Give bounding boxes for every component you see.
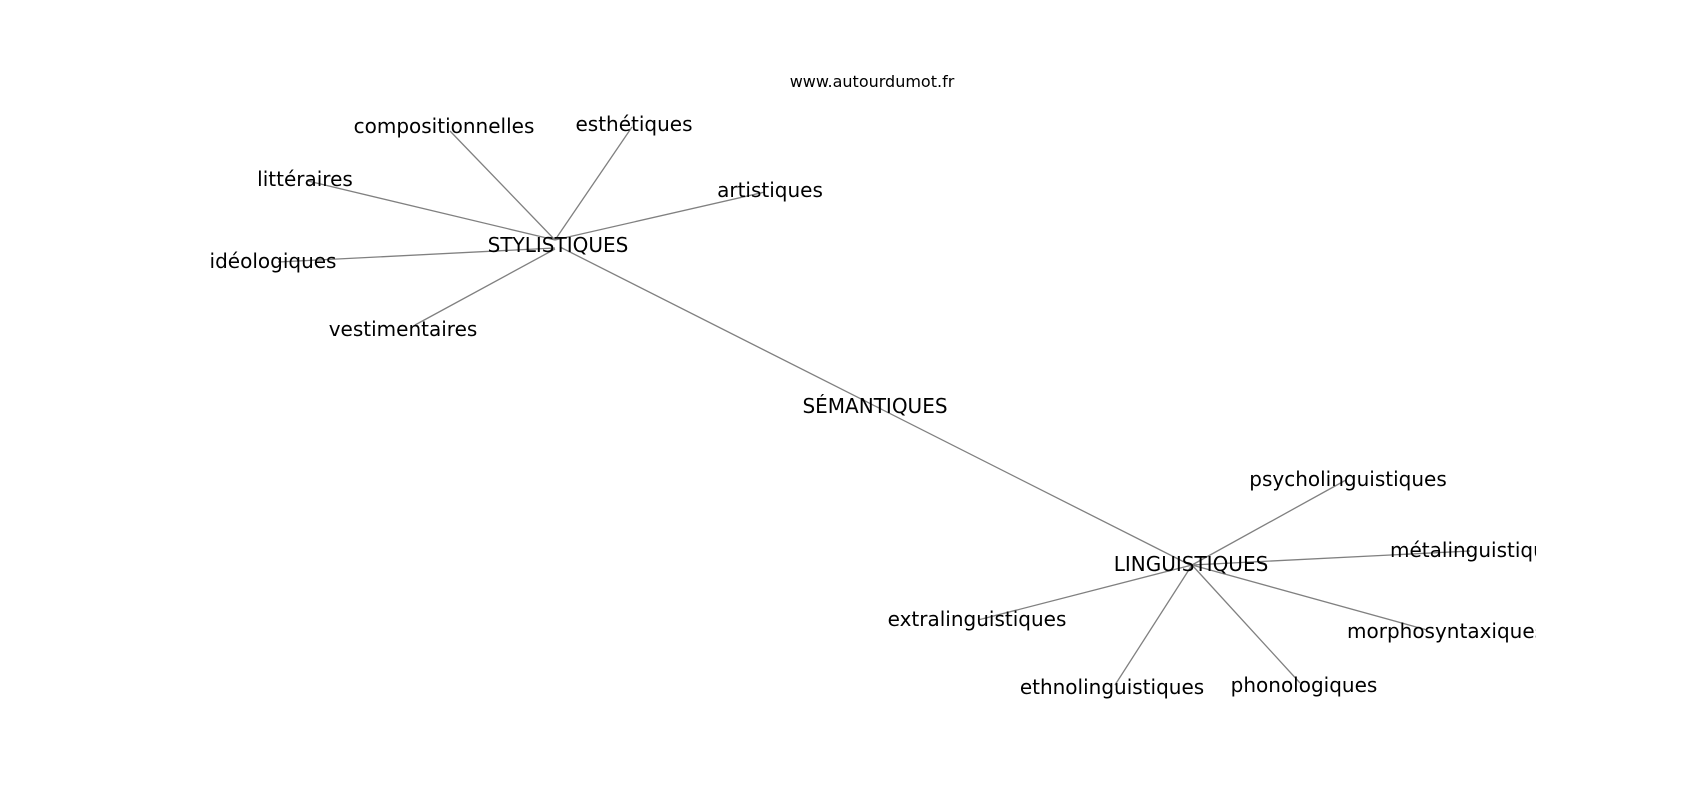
edge-linguistiques-psycholinguistiques bbox=[1191, 479, 1347, 566]
node-psycholinguistiques[interactable]: psycholinguistiques bbox=[1249, 467, 1447, 491]
edge-stylistiques-linguistiques bbox=[559, 246, 1191, 566]
edges bbox=[277, 126, 1471, 686]
website-label: www.autourdumot.fr bbox=[790, 72, 955, 91]
node-morphosyntaxiques[interactable]: morphosyntaxiques bbox=[1347, 619, 1545, 643]
node-compositionnelles[interactable]: compositionnelles bbox=[354, 114, 535, 138]
edge-stylistiques-artistiques bbox=[554, 191, 766, 241]
edge-stylistiques-ideologiques bbox=[277, 247, 556, 263]
edge-linguistiques-phonologiques bbox=[1191, 564, 1301, 684]
nodes: SÉMANTIQUES STYLISTIQUES compositionnell… bbox=[210, 112, 1569, 699]
edge-stylistiques-litteraires bbox=[307, 180, 556, 241]
node-metalinguistiques[interactable]: métalinguistiques bbox=[1390, 538, 1569, 562]
node-ethnolinguistiques[interactable]: ethnolinguistiques bbox=[1020, 675, 1204, 699]
node-ideologiques[interactable]: idéologiques bbox=[210, 249, 337, 273]
node-esthetiques[interactable]: esthétiques bbox=[575, 112, 692, 136]
graph-area: SÉMANTIQUES STYLISTIQUES compositionnell… bbox=[210, 112, 1569, 699]
node-litteraires[interactable]: littéraires bbox=[257, 167, 353, 191]
node-extralinguistiques[interactable]: extralinguistiques bbox=[888, 607, 1067, 631]
node-semantiques[interactable]: SÉMANTIQUES bbox=[802, 394, 947, 418]
edge-stylistiques-esthetiques bbox=[554, 126, 633, 241]
edge-linguistiques-ethnolinguistiques bbox=[1114, 564, 1193, 686]
node-vestimentaires[interactable]: vestimentaires bbox=[329, 317, 478, 341]
edge-stylistiques-vestimentaires bbox=[414, 248, 556, 326]
node-linguistiques[interactable]: LINGUISTIQUES bbox=[1114, 552, 1269, 576]
node-phonologiques[interactable]: phonologiques bbox=[1231, 673, 1378, 697]
edge-linguistiques-metalinguistiques bbox=[1191, 550, 1471, 566]
node-stylistiques[interactable]: STYLISTIQUES bbox=[488, 233, 629, 257]
edge-linguistiques-extralinguistiques bbox=[977, 564, 1193, 621]
edge-linguistiques-morphosyntaxiques bbox=[1191, 564, 1428, 631]
edge-stylistiques-compositionnelles bbox=[449, 130, 556, 241]
node-artistiques[interactable]: artistiques bbox=[717, 178, 823, 202]
